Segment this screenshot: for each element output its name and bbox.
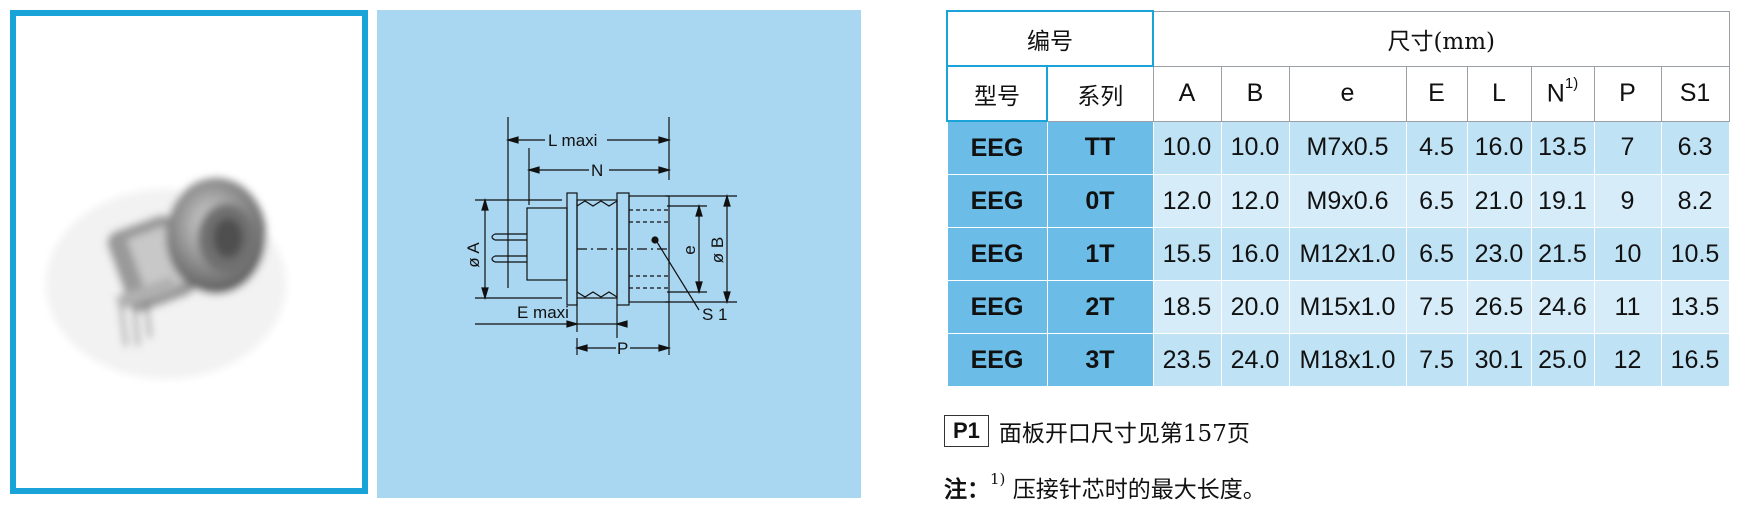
- code-header: 编号: [946, 10, 1154, 67]
- dimension-drawing-panel: L maxi N ø A e ø B E maxi S 1 P: [377, 10, 861, 498]
- value-cell: 12.0: [1220, 174, 1290, 228]
- value-cell: 24.0: [1220, 333, 1290, 387]
- value-cell: 13.5: [1660, 280, 1730, 334]
- series-cell: 3T: [1046, 333, 1154, 387]
- table-row: EEG TT 10.0 10.0 M7x0.5 4.5 16.0 13.5 7 …: [946, 120, 1730, 175]
- value-cell: 13.5: [1530, 120, 1595, 175]
- e-maxi-label: E maxi: [517, 303, 569, 322]
- table-row: EEG 1T 15.5 16.0 M12x1.0 6.5 23.0 21.5 1…: [946, 227, 1730, 281]
- footnote-marker: 1): [1564, 74, 1579, 92]
- panel-badge: P1: [944, 415, 989, 447]
- value-cell: 16.0: [1220, 227, 1290, 281]
- value-cell: 11: [1593, 280, 1662, 334]
- value-cell: 10.0: [1220, 120, 1290, 175]
- value-cell: 10.0: [1152, 120, 1222, 175]
- value-cell: 18.5: [1152, 280, 1222, 334]
- value-cell: 23.0: [1466, 227, 1532, 281]
- value-cell: 26.5: [1466, 280, 1532, 334]
- value-cell: M15x1.0: [1288, 280, 1407, 334]
- series-cell: 0T: [1046, 174, 1154, 228]
- value-cell: 30.1: [1466, 333, 1532, 387]
- col-header-e-thread: e: [1288, 65, 1407, 122]
- table-row: EEG 2T 18.5 20.0 M15x1.0 7.5 26.5 24.6 1…: [946, 280, 1730, 334]
- value-cell: 12: [1593, 333, 1662, 387]
- value-cell: 7.5: [1405, 333, 1468, 387]
- e-thread-label: e: [680, 245, 699, 254]
- value-cell: 20.0: [1220, 280, 1290, 334]
- value-cell: 4.5: [1405, 120, 1468, 175]
- value-cell: 9: [1593, 174, 1662, 228]
- table-header-row-1: 编号 尺寸(mm): [946, 10, 1730, 67]
- connector-photo: [46, 178, 286, 379]
- value-cell: 23.5: [1152, 333, 1222, 387]
- series-cell: TT: [1046, 120, 1154, 175]
- col-header-e: E: [1405, 65, 1468, 122]
- table-row: EEG 0T 12.0 12.0 M9x0.6 6.5 21.0 19.1 9 …: [946, 174, 1730, 228]
- value-cell: M9x0.6: [1288, 174, 1407, 228]
- value-cell: M7x0.5: [1288, 120, 1407, 175]
- p-label: P: [617, 339, 628, 358]
- model-cell: EEG: [946, 333, 1048, 387]
- col-header-n: N1): [1530, 65, 1595, 122]
- value-cell: 6.3: [1660, 120, 1730, 175]
- product-photo-panel: [10, 10, 368, 494]
- col-header-a: A: [1152, 65, 1222, 122]
- value-cell: M18x1.0: [1288, 333, 1407, 387]
- value-cell: 8.2: [1660, 174, 1730, 228]
- value-cell: 21.5: [1530, 227, 1595, 281]
- table-header-row-2: 型号 系列 A B e E L N1) P S1: [946, 65, 1730, 122]
- model-cell: EEG: [946, 174, 1048, 228]
- value-cell: 10.5: [1660, 227, 1730, 281]
- series-cell: 2T: [1046, 280, 1154, 334]
- footnote: 注：1) 压接针芯时的最大长度。: [944, 470, 1266, 504]
- panel-cutout-note: P1 面板开口尺寸见第157页: [944, 414, 1250, 448]
- value-cell: 12.0: [1152, 174, 1222, 228]
- footnote-text: 压接针芯时的最大长度。: [1012, 477, 1266, 503]
- value-cell: 7.5: [1405, 280, 1468, 334]
- footnote-number: 1): [990, 470, 1006, 489]
- value-cell: 19.1: [1530, 174, 1595, 228]
- value-cell: 16.5: [1660, 333, 1730, 387]
- dimensions-header: 尺寸(mm): [1152, 10, 1730, 67]
- n-label: N: [591, 161, 603, 180]
- col-header-b: B: [1220, 65, 1290, 122]
- value-cell: 6.5: [1405, 174, 1468, 228]
- table-row: EEG 3T 23.5 24.0 M18x1.0 7.5 30.1 25.0 1…: [946, 333, 1730, 387]
- panel-note-text: 面板开口尺寸见第157页: [998, 421, 1250, 447]
- model-cell: EEG: [946, 120, 1048, 175]
- value-cell: 10: [1593, 227, 1662, 281]
- s1-label: S 1: [702, 305, 728, 324]
- value-cell: 21.0: [1466, 174, 1532, 228]
- value-cell: 7: [1593, 120, 1662, 175]
- l-maxi-label: L maxi: [548, 131, 597, 150]
- dia-b-label: ø B: [708, 237, 727, 263]
- col-header-s1: S1: [1660, 65, 1730, 122]
- series-header: 系列: [1046, 65, 1154, 122]
- connector-drawing: L maxi N ø A e ø B E maxi S 1 P: [464, 117, 737, 358]
- model-header: 型号: [946, 65, 1048, 122]
- value-cell: 16.0: [1466, 120, 1532, 175]
- dimension-table: 编号 尺寸(mm) 型号 系列 A B e E L N1) P S1 EEG T…: [946, 10, 1730, 387]
- col-header-p: P: [1593, 65, 1662, 122]
- model-cell: EEG: [946, 227, 1048, 281]
- model-cell: EEG: [946, 280, 1048, 334]
- value-cell: 24.6: [1530, 280, 1595, 334]
- value-cell: 6.5: [1405, 227, 1468, 281]
- dia-a-label: ø A: [464, 242, 483, 268]
- footnote-label: 注：: [944, 476, 990, 503]
- series-cell: 1T: [1046, 227, 1154, 281]
- col-header-l: L: [1466, 65, 1532, 122]
- value-cell: 15.5: [1152, 227, 1222, 281]
- value-cell: M12x1.0: [1288, 227, 1407, 281]
- value-cell: 25.0: [1530, 333, 1595, 387]
